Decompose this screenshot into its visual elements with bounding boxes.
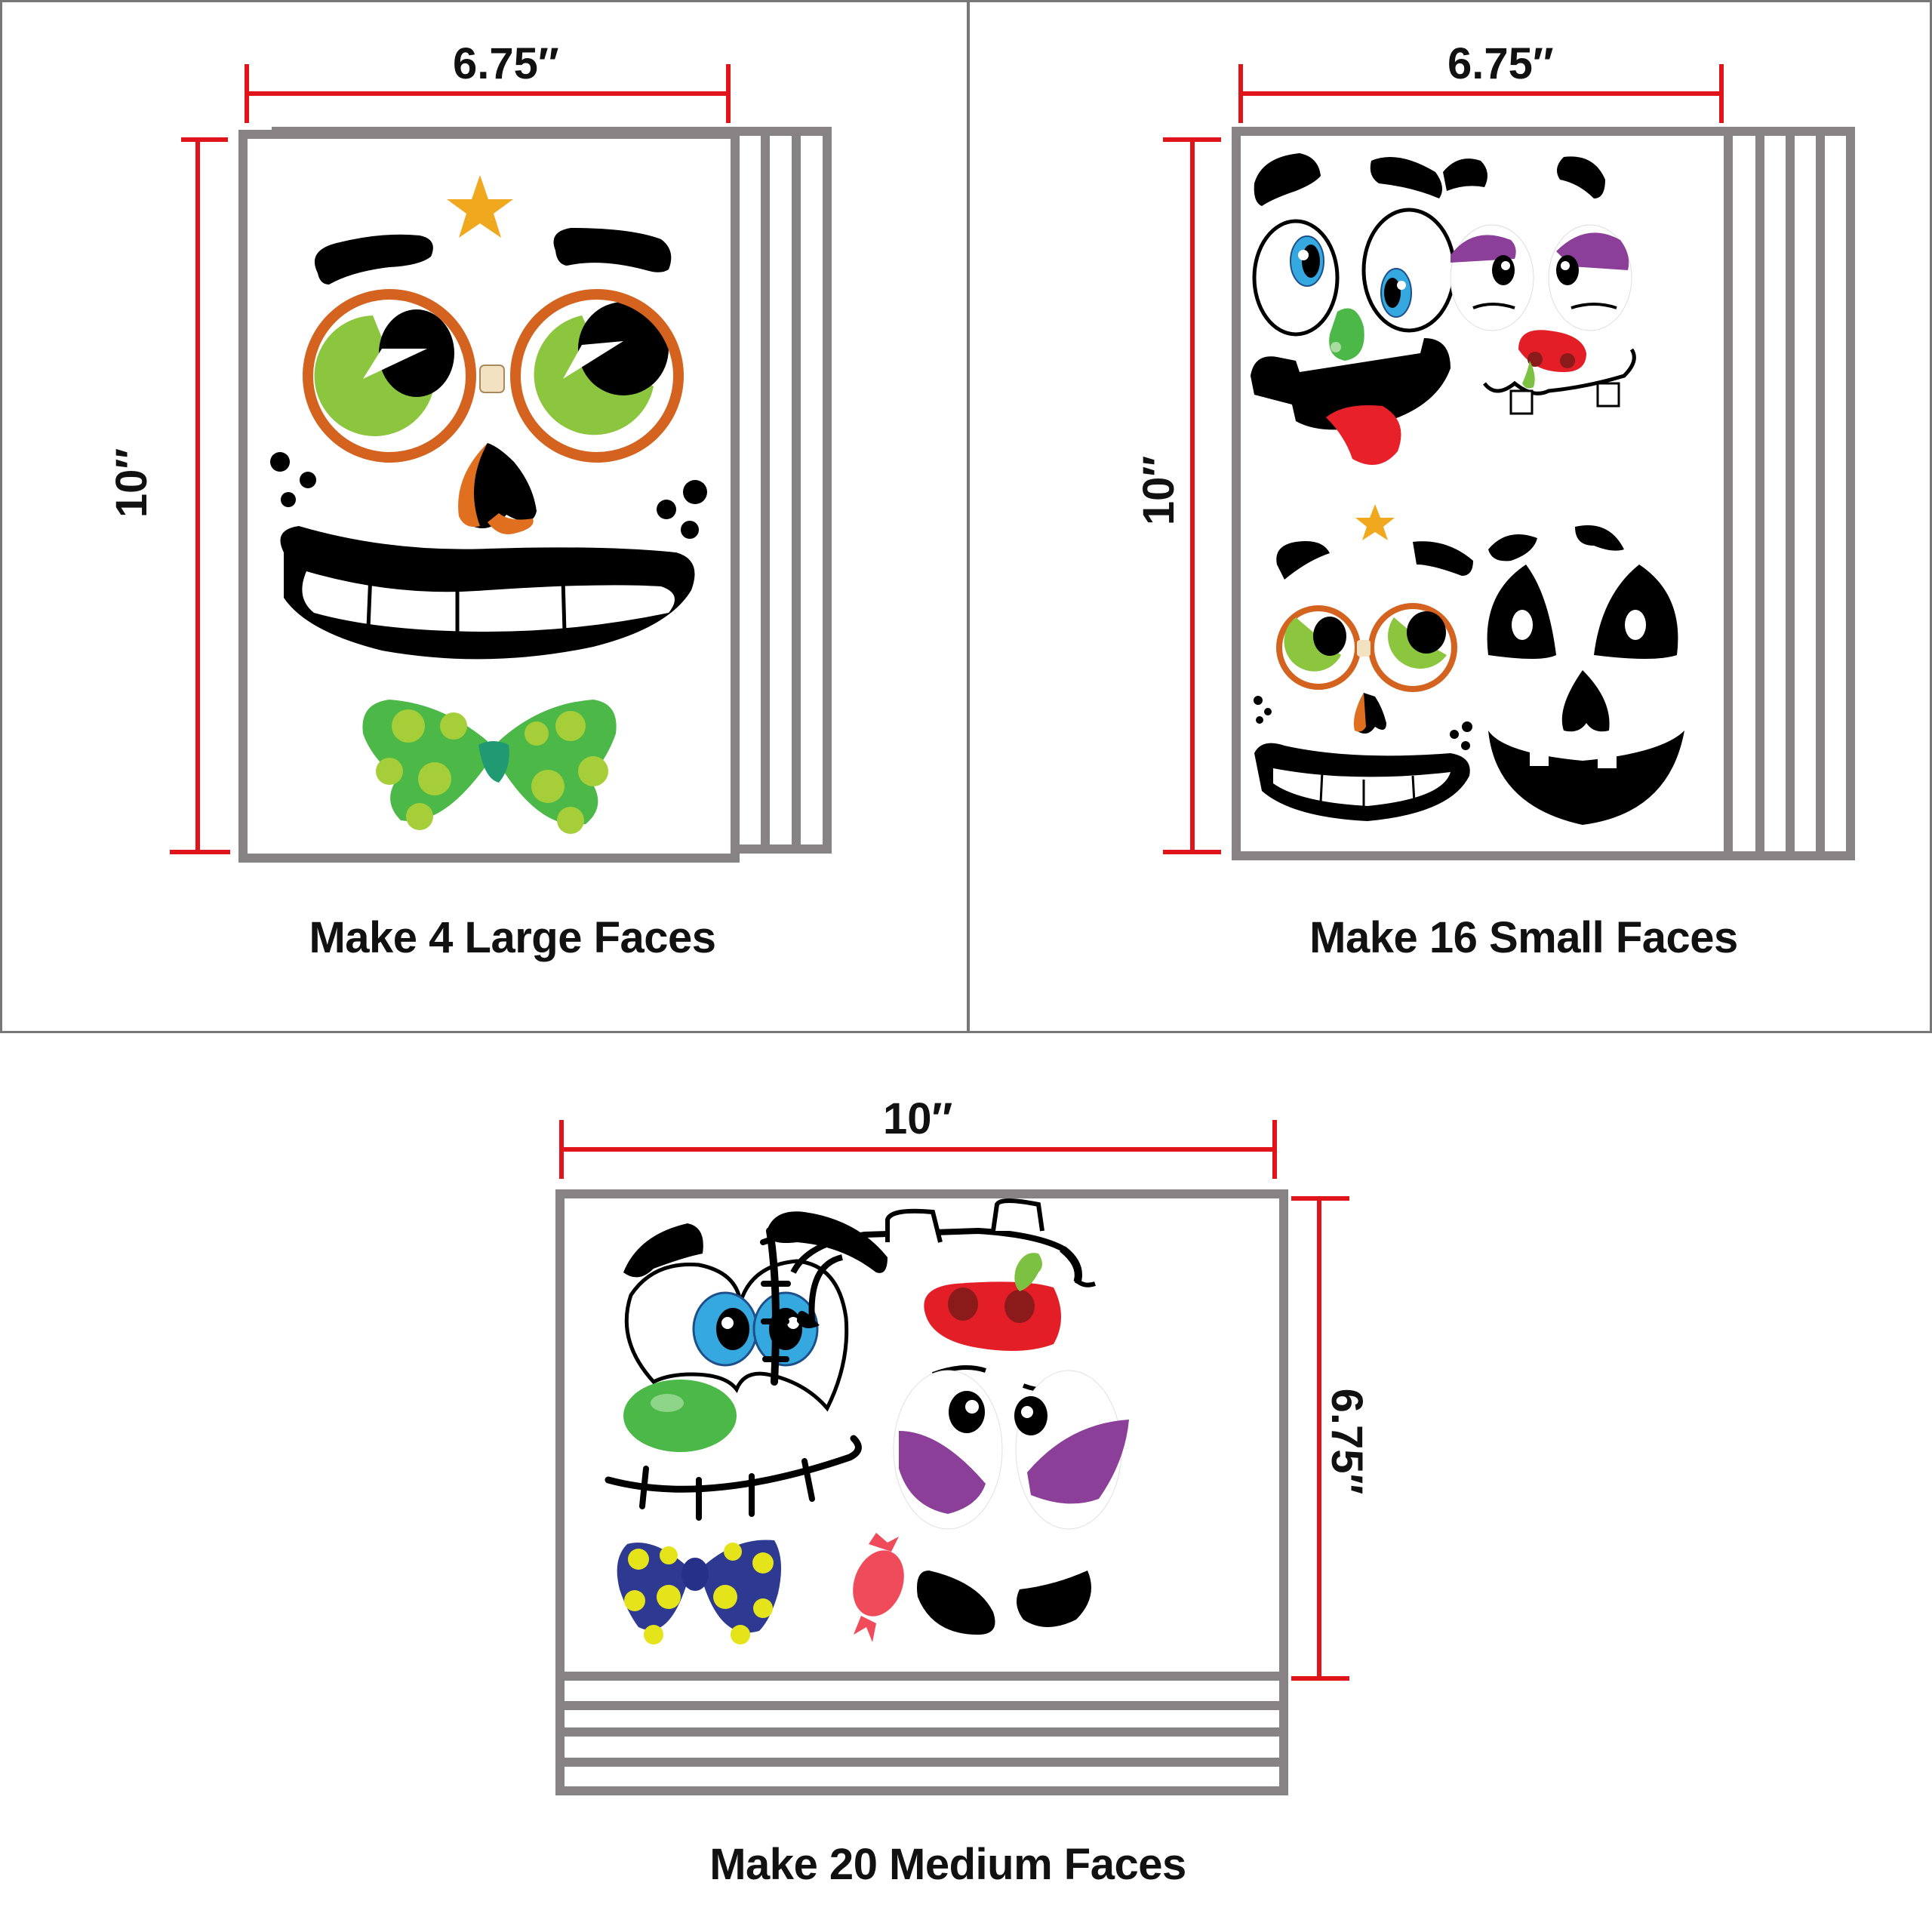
width-label: 6.75″ — [453, 39, 559, 88]
caption-small: Make 16 Small Faces — [1309, 913, 1738, 962]
height-label: 10″ — [1134, 455, 1183, 526]
width-dimension-line — [561, 1147, 1275, 1152]
height-dimension-tick-top — [181, 137, 228, 142]
glasses-right-lens — [510, 289, 684, 463]
caption-medium: Make 20 Medium Faces — [709, 1840, 1186, 1889]
caption-large: Make 4 Large Faces — [309, 913, 716, 962]
height-dimension-line — [195, 140, 200, 852]
star-icon — [447, 175, 513, 238]
height-dimension-line — [1190, 140, 1195, 852]
width-label: 10″ — [883, 1094, 953, 1143]
width-dimension-tick-right — [726, 64, 731, 123]
height-label: 10″ — [107, 448, 156, 518]
medium-faces-illustration — [605, 1198, 1129, 1644]
green-nose — [623, 1380, 737, 1452]
width-dimension-line — [247, 91, 728, 96]
glasses-left-lens — [303, 289, 476, 463]
nose — [463, 443, 537, 528]
height-dimension-tick-top — [1163, 137, 1221, 142]
small-faces-illustration — [1251, 153, 1684, 825]
width-dimension-tick-left — [1238, 64, 1243, 123]
eyebrow-right — [553, 228, 672, 272]
height-dimension-tick-top — [1291, 1196, 1349, 1201]
width-dimension-tick-left — [245, 64, 249, 123]
width-dimension-line — [1241, 91, 1721, 96]
eyebrow-left — [314, 234, 433, 285]
height-dimension-tick-bottom — [1291, 1676, 1349, 1681]
panel-small-frame — [967, 0, 1932, 1033]
width-dimension-tick-left — [559, 1120, 564, 1179]
height-dimension-tick-bottom — [170, 850, 230, 854]
height-label: 6.75″ — [1322, 1388, 1371, 1495]
height-dimension-tick-bottom — [1163, 850, 1221, 854]
glasses-bridge — [479, 365, 505, 393]
width-dimension-tick-right — [1272, 1120, 1277, 1179]
red-nose — [924, 1281, 1061, 1351]
large-face-illustration — [270, 175, 707, 834]
candy — [853, 1550, 904, 1617]
height-dimension-line — [1317, 1198, 1321, 1678]
width-dimension-tick-right — [1719, 64, 1724, 123]
width-label: 6.75″ — [1447, 39, 1554, 88]
bowtie — [362, 700, 488, 822]
